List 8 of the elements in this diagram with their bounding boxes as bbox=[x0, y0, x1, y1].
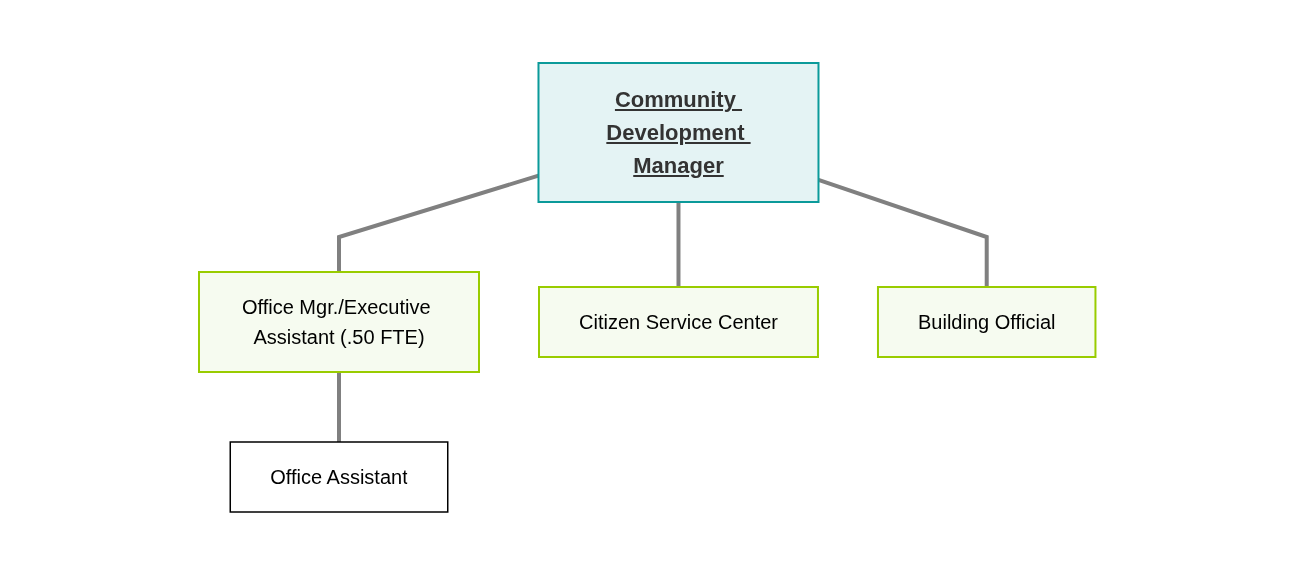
connector bbox=[336, 372, 341, 442]
node-box: Community Development Manager bbox=[537, 62, 820, 203]
connector bbox=[676, 202, 681, 287]
node-box: Office Assistant bbox=[229, 441, 449, 513]
node-box: Building Official bbox=[876, 286, 1097, 358]
node-box: Citizen Service Center bbox=[537, 286, 819, 358]
connector bbox=[336, 173, 539, 272]
node-box: Office Mgr./Executive Assistant (.50 FTE) bbox=[197, 271, 480, 373]
